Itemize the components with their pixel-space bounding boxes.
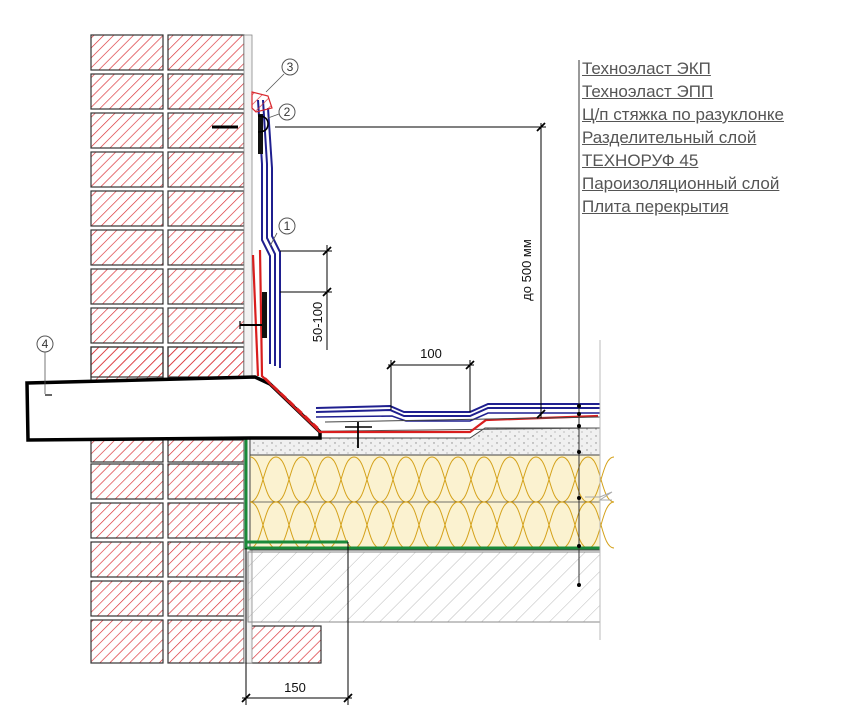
callout-4-label: 4 [42, 337, 49, 351]
leader-dot [577, 412, 581, 416]
brick [90, 439, 164, 463]
layer-label-6: Пароизоляционный слой [582, 174, 780, 193]
insulation-layer [249, 454, 615, 551]
callout-1-label: 1 [284, 219, 291, 233]
leader-dot [577, 583, 581, 587]
layer-label-5: ТЕХНОРУФ 45 [582, 151, 699, 170]
brick-wall [90, 34, 322, 665]
brick-courses [90, 34, 245, 664]
insulation-wave-row [249, 501, 615, 549]
dowel-fastener [212, 125, 262, 329]
brick [90, 190, 164, 227]
brick [90, 268, 164, 305]
membrane-bottom [258, 249, 599, 434]
leader-dot [577, 450, 581, 454]
screw-fastener [345, 422, 372, 448]
dimension-upstand [275, 122, 546, 419]
layer-label-1: Техноэласт ЭКП [582, 59, 711, 78]
membrane-top-horizontal [315, 403, 601, 423]
brick [90, 151, 164, 188]
membrane-top-upstand [251, 99, 281, 377]
brick [90, 34, 164, 71]
brick [90, 541, 164, 578]
dimension-upstand-label: до 500 мм [519, 239, 534, 301]
brick [167, 34, 245, 71]
wall-plaster [243, 34, 253, 664]
brick [167, 619, 245, 664]
brick [167, 580, 245, 617]
sealant-bead [251, 91, 273, 113]
brick [90, 580, 164, 617]
brick [167, 151, 245, 188]
leader-dot [577, 496, 581, 500]
leader-dots [577, 404, 581, 587]
brick [167, 463, 245, 500]
brick [90, 463, 164, 500]
dimension-lap [386, 360, 475, 412]
layer-label-2: Техноэласт ЭПП [582, 82, 714, 101]
dimension-fixing-label: 50-100 [310, 302, 325, 342]
dimension-fixing [280, 245, 332, 350]
callout-4: 4 [36, 335, 54, 394]
termination-bracket [257, 115, 269, 133]
dimension-turnup-label: 150 [284, 680, 306, 695]
callout-2-label: 2 [284, 105, 291, 119]
brick [167, 268, 245, 305]
brick [90, 73, 164, 110]
brick [167, 307, 245, 344]
layer-label-4: Разделительный слой [582, 128, 757, 147]
callout-3: 3 [265, 58, 299, 93]
layer-label-3: Ц/п стяжка по разуклонке [582, 105, 784, 124]
layer-label-7: Плита перекрытия [582, 197, 729, 216]
brick [90, 112, 164, 149]
brick [167, 73, 245, 110]
brick [167, 502, 245, 539]
break-symbol [585, 491, 613, 501]
top-termination-bar [258, 114, 263, 154]
edge-strip [262, 292, 267, 338]
brick [167, 112, 245, 149]
brick [167, 229, 245, 266]
brick [90, 619, 164, 664]
brick [167, 190, 245, 227]
leader-dot [577, 544, 581, 548]
callout-1: 1 [269, 217, 296, 247]
concrete-slab [247, 551, 601, 623]
brick [90, 502, 164, 539]
brick [167, 346, 245, 378]
brick [167, 439, 245, 463]
dimension-turnup [241, 542, 353, 705]
callout-3-label: 3 [287, 60, 294, 74]
brick [90, 346, 164, 378]
brick [90, 229, 164, 266]
brick [90, 307, 164, 344]
leader-dot [577, 424, 581, 428]
brick [167, 541, 245, 578]
dimension-lap-label: 100 [420, 346, 442, 361]
insulation-wave-row [249, 456, 615, 503]
leader-dot [577, 404, 581, 408]
scupper-pipe [25, 375, 322, 442]
callout-2: 2 [267, 103, 296, 121]
